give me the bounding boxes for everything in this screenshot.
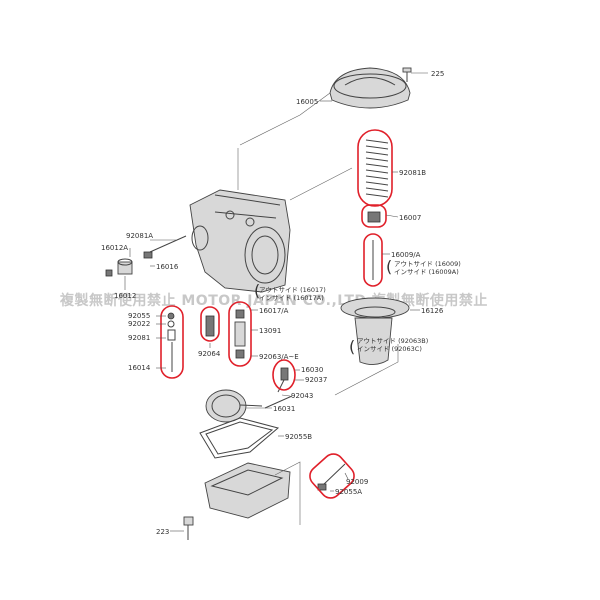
label-92009: 92009 (346, 478, 368, 486)
carburetor-body[interactable] (189, 189, 291, 293)
label-92064: 92064 (198, 350, 221, 358)
note-16009-outside: アウトサイド (16009) (394, 260, 461, 268)
needle-jet-16017[interactable] (234, 309, 246, 359)
highlight-needle (363, 233, 383, 287)
label-16030: 16030 (301, 366, 323, 374)
label-92063: 92063/A~E (259, 353, 299, 361)
svg-text:(: ( (386, 257, 392, 276)
label-92081a: 92081A (126, 232, 153, 240)
label-16014: 16014 (128, 364, 151, 372)
highlight-drain-screw (309, 453, 355, 499)
label-92043: 92043 (291, 392, 313, 400)
highlight-92064 (200, 306, 220, 342)
label-92055: 92055 (128, 312, 150, 320)
label-92081: 92081 (128, 334, 150, 342)
label-223: 223 (156, 528, 169, 536)
label-16012a: 16012A (101, 244, 128, 252)
label-225: 225 (431, 70, 444, 78)
top-cover-16005[interactable] (329, 67, 411, 109)
note-16017-outside: アウトサイド (16017) (259, 286, 326, 294)
plug-16012[interactable] (105, 258, 133, 277)
label-92055a: 92055A (335, 488, 362, 496)
highlight-16017 (228, 301, 252, 367)
label-16016: 16016 (156, 263, 179, 271)
note-16017-inside: インサイド (16017A) (259, 294, 324, 302)
label-16031: 16031 (273, 405, 295, 413)
leader-lines (124, 72, 428, 532)
pilot-screw-16016[interactable] (143, 235, 187, 259)
vacuum-piston-16126[interactable] (340, 297, 410, 365)
screw-223[interactable] (183, 516, 194, 540)
label-13091: 13091 (259, 327, 281, 335)
label-16126: 16126 (421, 307, 444, 315)
label-92037: 92037 (305, 376, 327, 384)
label-16005: 16005 (296, 98, 318, 106)
note-92063-outside: アウトサイド (92063B) (357, 337, 428, 345)
highlight-float-valve (272, 359, 296, 391)
gasket-92055b[interactable] (199, 417, 280, 459)
jet-92064[interactable] (205, 315, 215, 337)
label-92081b: 92081B (399, 169, 426, 177)
svg-text:(: ( (349, 337, 355, 356)
svg-text:(: ( (254, 281, 260, 300)
label-16017a: 16017/A (259, 307, 289, 315)
drain-screw-92009[interactable] (317, 463, 346, 491)
label-92022: 92022 (128, 320, 150, 328)
label-16009a: 16009/A (391, 251, 421, 259)
float-valve-16030[interactable] (277, 367, 289, 393)
float-16031[interactable] (205, 389, 263, 423)
label-16012: 16012 (114, 292, 136, 300)
pin-92043[interactable] (264, 395, 293, 409)
highlight-16014 (160, 305, 184, 379)
note-92063-inside: インサイド (92063C) (357, 345, 422, 353)
label-92055b: 92055B (285, 433, 312, 441)
highlight-spring (357, 129, 393, 207)
screw-225[interactable] (402, 67, 412, 82)
note-16009-inside: インサイド (16009A) (394, 268, 459, 276)
label-16007: 16007 (399, 214, 421, 222)
float-bowl[interactable] (204, 462, 291, 519)
spring-92081b[interactable] (365, 139, 389, 198)
highlight-clip (361, 204, 387, 228)
clip-16007[interactable] (367, 211, 381, 223)
parts-16014-group[interactable] (167, 312, 176, 372)
